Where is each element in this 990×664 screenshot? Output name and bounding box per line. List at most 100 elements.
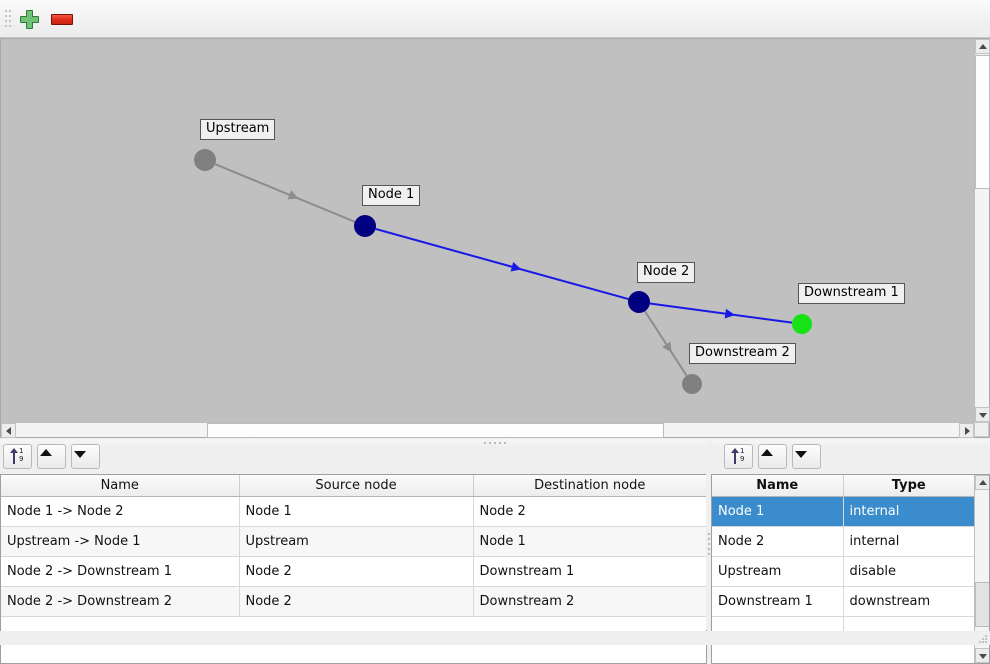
node-type-cell[interactable]: internal [843, 496, 974, 527]
toolbar-drag-handle[interactable] [5, 10, 12, 28]
edge-destination-cell[interactable]: Node 2 [473, 496, 706, 527]
plus-icon [20, 10, 39, 29]
scroll-left-button[interactable] [1, 423, 16, 438]
graph-node-label-node2[interactable]: Node 2 [637, 262, 696, 283]
nodes-scroll-up-button[interactable] [975, 475, 989, 490]
triangle-up-icon [761, 449, 773, 456]
table-empty-row [712, 616, 974, 633]
sort-icon-digit-bottom: 9 [740, 455, 745, 463]
graph-edge[interactable] [649, 302, 793, 324]
graph-edge-arrow [662, 341, 672, 353]
edges-sort-order-button[interactable]: 1 9 [3, 444, 32, 469]
nodes-vscroll-thumb[interactable] [975, 582, 989, 627]
graph-node-label-downstream2[interactable]: Downstream 2 [689, 343, 796, 364]
triangle-up-icon [40, 449, 52, 456]
canvas-horizontal-scrollbar[interactable] [1, 422, 974, 438]
nodes-table-header-row: Name Type [712, 475, 974, 497]
triangle-down-icon [74, 451, 86, 458]
graph-node-downstream2[interactable] [682, 374, 702, 394]
triangle-down-icon [795, 451, 807, 458]
resize-grip[interactable] [979, 635, 987, 643]
nodes-col-name[interactable]: Name [712, 475, 844, 497]
edge-name-cell[interactable]: Node 2 -> Downstream 2 [1, 586, 240, 617]
edges-table-header-row: Name Source node Destination node [1, 475, 706, 497]
nodes-move-down-button[interactable] [792, 444, 821, 469]
graph-edge-arrow [510, 262, 522, 272]
edge-name-cell[interactable]: Node 1 -> Node 2 [1, 496, 240, 527]
edge-source-cell[interactable]: Node 2 [239, 586, 474, 617]
edge-name-cell[interactable]: Node 2 -> Downstream 1 [1, 556, 240, 587]
graph-edge-arrow [287, 190, 299, 200]
edge-name-cell[interactable]: Upstream -> Node 1 [1, 526, 240, 557]
edges-col-source[interactable]: Source node [239, 475, 474, 497]
edges-table[interactable]: Name Source node Destination node Node 1… [1, 475, 706, 633]
scroll-down-button[interactable] [975, 407, 990, 422]
node-name-cell[interactable]: Upstream [712, 556, 844, 587]
edges-col-name[interactable]: Name [1, 475, 240, 497]
status-bar [0, 631, 990, 645]
nodes-move-up-button[interactable] [758, 444, 787, 469]
graph-edge[interactable] [644, 310, 688, 377]
canvas-vscroll-thumb[interactable] [975, 55, 990, 189]
graph-edge[interactable] [214, 163, 356, 223]
remove-button[interactable] [49, 6, 75, 32]
scroll-up-button[interactable] [975, 39, 990, 54]
node-type-cell[interactable]: internal [843, 526, 974, 557]
canvas-hscroll-thumb[interactable] [207, 423, 664, 438]
node-type-cell[interactable]: downstream [843, 586, 974, 617]
nodes-sort-order-button[interactable]: 1 9 [724, 444, 753, 469]
graph-edge[interactable] [375, 227, 629, 301]
graph-edge-arrow [724, 308, 736, 319]
edges-col-destination[interactable]: Destination node [473, 475, 706, 497]
add-button[interactable] [16, 6, 42, 32]
graph-node-label-upstream[interactable]: Upstream [200, 119, 276, 140]
node-name-cell[interactable]: Node 2 [712, 526, 844, 557]
nodes-scroll-down-button[interactable] [975, 648, 989, 663]
edge-source-cell[interactable]: Node 1 [239, 496, 474, 527]
graph-edges [214, 163, 793, 377]
graph-node-node2[interactable] [628, 291, 650, 313]
nodes-col-type[interactable]: Type [843, 475, 974, 497]
edges-move-down-button[interactable] [71, 444, 100, 469]
graph-node-upstream[interactable] [194, 149, 216, 171]
node-name-cell[interactable]: Downstream 1 [712, 586, 844, 617]
edges-toolbar: 1 9 [3, 444, 123, 470]
edges-table-container[interactable]: Name Source node Destination node Node 1… [0, 474, 707, 664]
scrollbar-corner [974, 422, 989, 437]
canvas-vertical-scrollbar[interactable] [974, 39, 990, 422]
edge-source-cell[interactable]: Node 2 [239, 556, 474, 587]
graph-node-label-downstream1[interactable]: Downstream 1 [798, 283, 905, 304]
sort-icon-digit-top: 1 [19, 447, 24, 455]
sort-order-icon: 1 9 [10, 448, 27, 465]
node-name-cell[interactable]: Node 1 [712, 496, 844, 527]
vertical-splitter[interactable] [706, 441, 712, 630]
edge-source-cell[interactable]: Upstream [239, 526, 474, 557]
sort-order-icon: 1 9 [731, 448, 748, 465]
main-toolbar [0, 0, 990, 38]
horizontal-splitter[interactable] [0, 439, 990, 447]
edge-destination-cell[interactable]: Downstream 1 [473, 556, 706, 587]
edge-destination-cell[interactable]: Downstream 2 [473, 586, 706, 617]
edge-destination-cell[interactable]: Node 1 [473, 526, 706, 557]
graph-node-label-node1[interactable]: Node 1 [362, 185, 421, 206]
table-empty-row [1, 616, 706, 633]
sort-icon-digit-top: 1 [740, 447, 745, 455]
scroll-right-button[interactable] [959, 423, 974, 438]
edges-move-up-button[interactable] [37, 444, 66, 469]
graph-node-downstream1[interactable] [792, 314, 812, 334]
graph-node-node1[interactable] [354, 215, 376, 237]
nodes-toolbar: 1 9 [714, 444, 834, 470]
node-type-cell[interactable]: disable [843, 556, 974, 587]
